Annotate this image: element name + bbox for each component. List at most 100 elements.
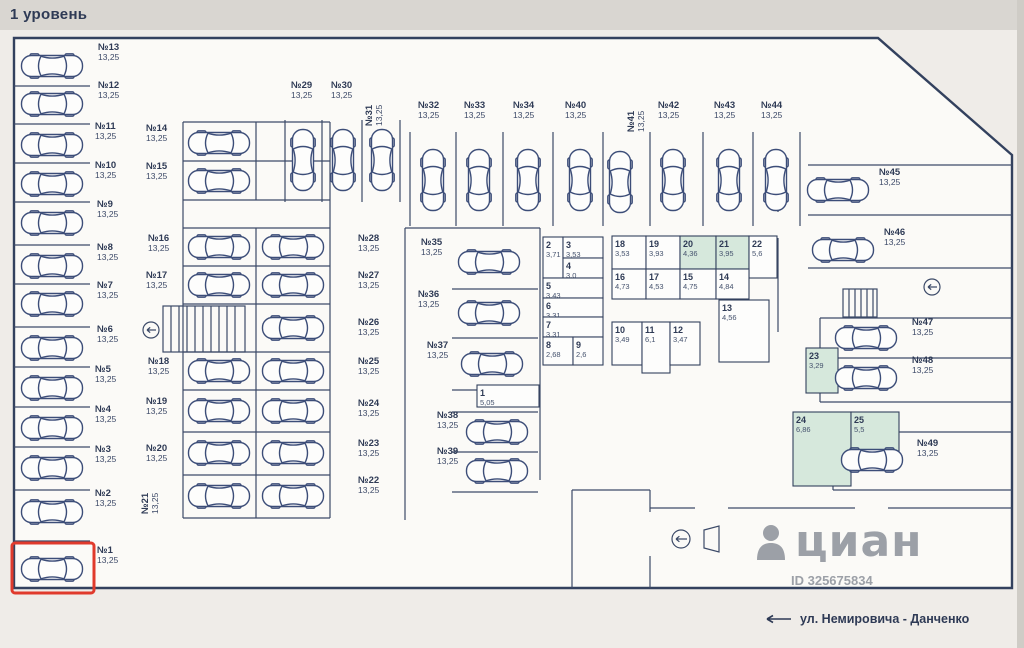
storage-unit-area: 3,0 xyxy=(566,271,576,280)
storage-unit-number: 20 xyxy=(683,239,693,249)
spot-number: №6 xyxy=(97,324,113,335)
storage-unit-7: 73,31 xyxy=(542,316,604,339)
storage-unit-area: 6,1 xyxy=(645,335,655,344)
spot-area: 13,25 xyxy=(146,453,168,463)
page-title: 1 уровень xyxy=(10,6,88,23)
car-icon xyxy=(20,415,84,441)
spot-number: №1 xyxy=(97,545,114,556)
spot-area: 13,25 xyxy=(95,414,117,424)
storage-unit-number: 13 xyxy=(722,303,732,313)
storage-unit-area: 3,53 xyxy=(615,249,630,258)
spot-area: 13,25 xyxy=(146,280,168,290)
storage-unit-1: 15,05 xyxy=(476,384,540,408)
spot-area: 13,25 xyxy=(98,52,120,62)
spot-number: №24 xyxy=(358,398,380,409)
storage-unit-area: 4,36 xyxy=(683,249,698,258)
car-icon xyxy=(460,351,524,377)
storage-unit-9: 92,6 xyxy=(572,336,604,366)
spot-number: №29 xyxy=(291,80,312,91)
car-icon xyxy=(20,253,84,279)
storage-unit-number: 17 xyxy=(649,272,659,282)
storage-unit-number: 25 xyxy=(854,415,864,425)
spot-number: №40 xyxy=(565,100,586,111)
storage-unit-area: 2,6 xyxy=(576,350,586,359)
spot-area: 13,25 xyxy=(884,237,906,247)
car-icon xyxy=(660,148,686,212)
car-icon xyxy=(515,148,541,212)
car-icon xyxy=(420,148,446,212)
storage-unit-area: 4,53 xyxy=(649,282,664,291)
spot-area: 13,25 xyxy=(358,448,380,458)
storage-unit-number: 16 xyxy=(615,272,625,282)
storage-unit-area: 3,71 xyxy=(546,250,561,259)
spot-number: №7 xyxy=(97,280,113,291)
exit-arrow-icon xyxy=(923,278,941,296)
storage-unit-13: 134,56 xyxy=(718,299,770,363)
spot-number: №10 xyxy=(95,160,116,171)
storage-unit-number: 5 xyxy=(546,281,551,291)
spot-number: №9 xyxy=(97,199,113,210)
spot-area: 13,25 xyxy=(146,133,168,143)
car-icon xyxy=(457,249,521,275)
storage-unit-area: 3,31 xyxy=(546,311,561,320)
spot-area: 13,25 xyxy=(879,177,901,187)
spot-area: 13,25 xyxy=(636,110,646,132)
storage-unit-number: 7 xyxy=(546,320,551,330)
storage-unit-area: 4,84 xyxy=(719,282,734,291)
spot-number: №8 xyxy=(97,242,113,253)
storage-unit-area: 3,43 xyxy=(546,291,561,300)
spot-number: №49 xyxy=(917,438,938,449)
spot-number: №45 xyxy=(879,167,901,178)
storage-unit-number: 4 xyxy=(566,261,571,271)
storage-unit-area: 3,31 xyxy=(546,330,561,339)
stairs-icon xyxy=(842,288,878,318)
storage-unit-22: 225,6 xyxy=(748,235,778,279)
spot-area: 13,25 xyxy=(358,243,380,253)
spot-number: №27 xyxy=(358,270,379,281)
spot-area: 13,25 xyxy=(358,327,380,337)
storage-unit-19: 193,93 xyxy=(645,235,681,270)
car-icon xyxy=(834,325,898,351)
storage-unit-number: 15 xyxy=(683,272,693,282)
storage-unit-number: 8 xyxy=(546,340,551,350)
spot-area: 13,25 xyxy=(97,209,119,219)
spot-area: 13,25 xyxy=(565,110,587,120)
storage-unit-25: 255,5 xyxy=(850,411,900,455)
spot-area: 13,25 xyxy=(97,290,119,300)
spot-area: 13,25 xyxy=(464,110,486,120)
car-icon xyxy=(261,440,325,466)
spot-area: 13,25 xyxy=(291,90,313,100)
car-icon xyxy=(330,128,356,192)
storage-unit-17: 174,53 xyxy=(645,268,681,300)
spot-number: №42 xyxy=(658,100,679,111)
spot-area: 13,25 xyxy=(427,350,449,360)
street-name: ул. Немировича - Данченко xyxy=(800,612,970,626)
spot-number: №21 xyxy=(140,492,151,514)
storage-unit-16: 164,73 xyxy=(611,268,647,300)
car-icon xyxy=(806,177,870,203)
spot-number: №46 xyxy=(884,227,905,238)
storage-unit-area: 5,6 xyxy=(752,249,762,258)
spot-area: 13,25 xyxy=(97,334,119,344)
